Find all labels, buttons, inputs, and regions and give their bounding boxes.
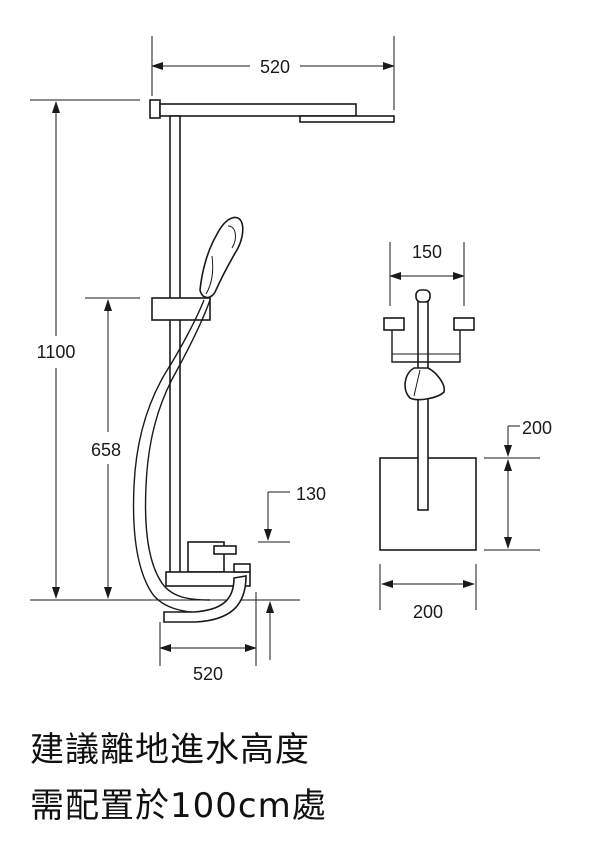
dim-slider-height-label: 658 (91, 440, 121, 460)
installation-note-line1: 建議離地進水高度 (30, 730, 310, 770)
dim-plate-width (379, 564, 477, 610)
dim-plate-height-label: 200 (522, 418, 552, 438)
dim-top-width (151, 36, 395, 110)
dim-spout-height-label: 130 (296, 484, 326, 504)
reference-lines (30, 99, 300, 601)
shower-column-front-view (132, 99, 395, 623)
dim-total-height-label: 1100 (37, 342, 76, 362)
dim-side-width (389, 242, 465, 306)
shower-column-side-view (379, 289, 477, 551)
dim-plate-width-label: 200 (413, 602, 443, 622)
dim-spout-height (258, 491, 290, 660)
dim-base-width (159, 592, 257, 666)
dim-side-width-label: 150 (412, 242, 442, 262)
dim-top-width-label: 520 (260, 57, 290, 77)
dim-base-width-label: 520 (193, 664, 223, 684)
installation-note-line2: 需配置於100cm處 (30, 786, 327, 826)
dim-plate-height (484, 425, 540, 551)
